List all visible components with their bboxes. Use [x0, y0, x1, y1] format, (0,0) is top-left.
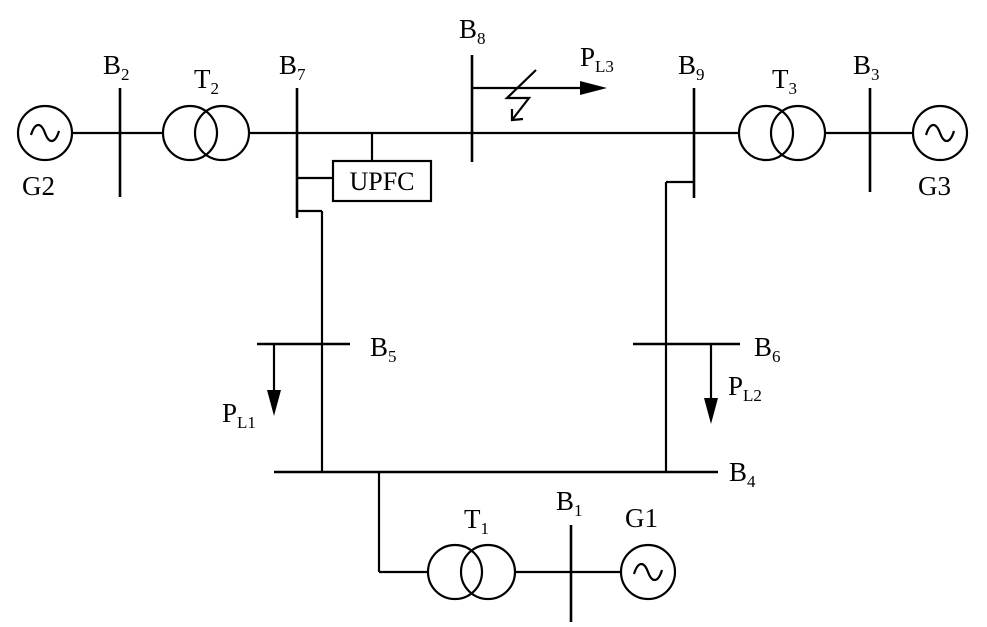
label-b7: B7	[279, 50, 306, 84]
label-g1: G1	[625, 503, 658, 533]
ac-source-icon	[911, 104, 969, 162]
two-winding-transformer-icon	[161, 104, 251, 162]
label-pl3: PL3	[580, 42, 614, 76]
label-b2: B2	[103, 50, 130, 84]
ac-source-icon	[619, 543, 677, 601]
label-b4: B4	[729, 457, 756, 491]
right-arrow-load-icon	[580, 81, 607, 95]
label-t3: T3	[772, 64, 797, 98]
label-pl1: PL1	[222, 398, 256, 432]
label-b5: B5	[370, 332, 397, 366]
label-pl2: PL2	[728, 371, 762, 405]
label-b8: B8	[459, 14, 486, 48]
down-arrow-load-icon	[267, 390, 281, 416]
ac-source-icon	[16, 104, 74, 162]
label-b1: B1	[556, 486, 583, 520]
lightning-fault-icon	[504, 69, 537, 122]
upfc-label: UPFC	[349, 167, 414, 196]
label-t1: T1	[464, 504, 489, 538]
label-t2: T2	[194, 64, 219, 98]
label-b3: B3	[853, 50, 880, 84]
label-b9: B9	[678, 50, 705, 84]
label-b6: B6	[754, 332, 781, 366]
two-winding-transformer-icon	[737, 104, 827, 162]
two-winding-transformer-icon	[426, 543, 517, 601]
down-arrow-load-icon	[704, 398, 718, 424]
label-g3: G3	[918, 171, 951, 201]
label-g2: G2	[22, 171, 55, 201]
upfc-box	[331, 159, 433, 203]
